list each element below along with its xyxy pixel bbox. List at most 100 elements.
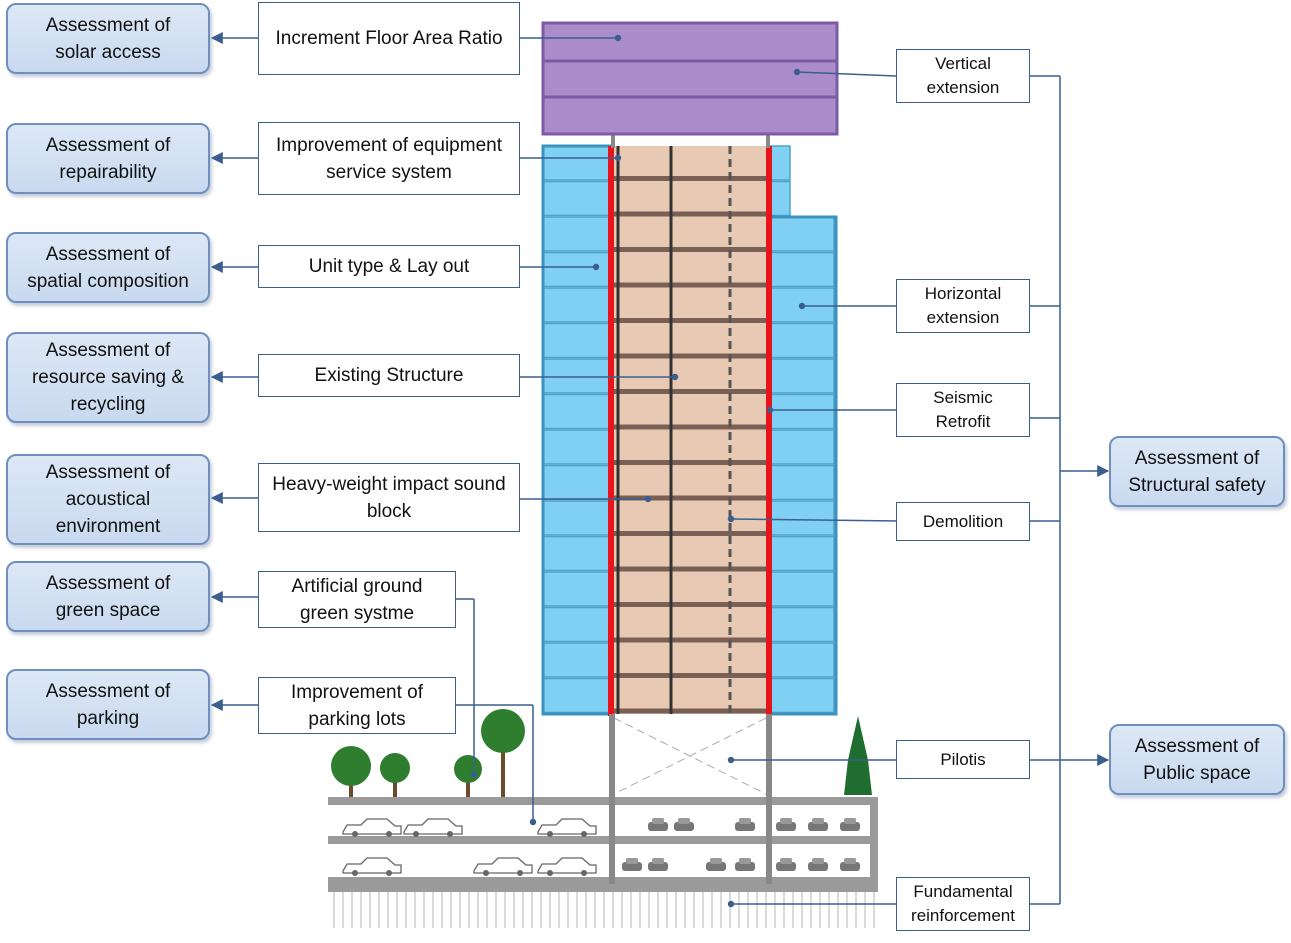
car-cabin — [739, 858, 751, 864]
connector-dot — [614, 154, 622, 162]
horizontal-extension-floor — [542, 145, 612, 181]
car-cabin — [710, 858, 722, 864]
existing-structure — [611, 146, 770, 714]
label-pilotis: Pilotis — [896, 740, 1030, 779]
car-cabin — [812, 858, 824, 864]
existing-floor-slab — [611, 566, 770, 572]
car-icon — [342, 857, 402, 874]
existing-floor-slab — [611, 460, 770, 465]
horizontal-extension-floor — [769, 500, 835, 536]
assessment-public-space: Assessment of Public space — [1109, 724, 1285, 795]
existing-floor-slab — [611, 247, 770, 252]
foundation-slab — [328, 877, 878, 892]
label-impact-sound-block: Heavy-weight impact sound block — [258, 463, 520, 532]
tree-trunk — [466, 773, 470, 797]
horizontal-extension-floor — [769, 251, 835, 288]
car-icon — [622, 862, 642, 871]
horizontal-extension-floor — [769, 464, 835, 501]
car-icon — [648, 862, 668, 871]
car-cabin — [652, 818, 664, 824]
connector-dot — [727, 900, 735, 908]
assessment-parking: Assessment of parking — [6, 669, 210, 740]
seismic-retrofit-wall — [766, 146, 772, 716]
car-cabin — [626, 858, 638, 864]
horizontal-extension-floor — [769, 393, 835, 430]
label-fundamental-reinforcement: Fundamental reinforcement — [896, 877, 1030, 931]
existing-floor-slab — [611, 176, 770, 181]
connector-dot — [793, 68, 801, 76]
car-icon — [840, 822, 860, 831]
car-wheel — [352, 831, 358, 837]
car-wheel — [547, 870, 553, 876]
car-wheel — [483, 870, 489, 876]
label-seismic-retrofit: Seismic Retrofit — [896, 383, 1030, 437]
connector-dot — [592, 263, 600, 271]
horizontal-extension-floor — [542, 287, 612, 323]
car-icon — [537, 857, 597, 874]
assessment-structural-safety: Assessment of Structural safety — [1109, 436, 1285, 507]
assessment-acoustical-environment: Assessment of acoustical environment — [6, 454, 210, 545]
horizontal-extension-floor — [542, 677, 612, 714]
horizontal-extension-floor — [542, 322, 612, 359]
horizontal-extension-floor — [542, 464, 612, 501]
assessment-repairability: Assessment of repairability — [6, 123, 210, 194]
horizontal-extension-floor — [769, 216, 835, 252]
pilotis-column — [766, 714, 772, 884]
label-increment-far: Increment Floor Area Ratio — [258, 2, 520, 75]
connector-dot — [529, 818, 537, 826]
connector-demolition — [730, 518, 897, 522]
seismic-retrofit-wall — [608, 146, 614, 716]
label-vertical-extension: Vertical extension — [896, 49, 1030, 103]
horizontal-extension-floor — [542, 216, 612, 252]
car-wheel — [386, 831, 392, 837]
horizontal-extension-floor — [769, 322, 835, 359]
existing-floor-slab — [611, 602, 770, 607]
connector-dot — [671, 373, 679, 381]
connector-vertical — [796, 71, 897, 77]
basement-wall — [870, 797, 878, 892]
tree-trunk — [501, 735, 505, 797]
basement-slab — [328, 836, 878, 844]
horizontal-extension-floor — [542, 642, 612, 678]
horizontal-extension-floor — [769, 145, 791, 181]
tree-trunk — [393, 772, 397, 797]
tree-icon — [844, 716, 872, 795]
label-unit-layout: Unit type & Lay out — [258, 245, 520, 288]
existing-floor-slab — [611, 495, 770, 501]
horizontal-extension-floor — [769, 642, 835, 678]
horizontal-extension-floor — [769, 535, 835, 572]
tree-icon — [380, 753, 410, 783]
vertical-extension — [541, 21, 839, 136]
horizontal-extension-floor — [769, 571, 835, 607]
connector-dot — [766, 406, 774, 414]
car-icon — [735, 822, 755, 831]
existing-floor-slab — [611, 637, 770, 643]
label-equipment-service: Improvement of equipment service system — [258, 122, 520, 195]
connector-dot — [470, 771, 478, 779]
car-wheel — [447, 831, 453, 837]
car-icon — [342, 818, 402, 835]
assessment-green-space: Assessment of green space — [6, 561, 210, 632]
car-wheel — [352, 870, 358, 876]
ground-slab — [328, 797, 878, 805]
connector-dot — [614, 34, 622, 42]
car-icon — [537, 818, 597, 835]
label-existing-structure: Existing Structure — [258, 354, 520, 397]
car-icon — [776, 822, 796, 831]
car-icon — [403, 818, 463, 835]
car-icon — [674, 822, 694, 831]
existing-floor-slab — [611, 531, 770, 536]
horizontal-extension-floor — [542, 393, 612, 430]
connector-dot — [727, 515, 735, 523]
car-wheel — [581, 831, 587, 837]
horizontal-extension-floor — [769, 606, 835, 643]
car-cabin — [780, 858, 792, 864]
pilotis-bracing — [613, 717, 767, 795]
label-artificial-ground: Artificial ground green systme — [258, 571, 456, 628]
horizontal-extension-floor — [542, 535, 612, 572]
assessment-solar-access: Assessment of solar access — [6, 3, 210, 74]
label-horizontal-extension: Horizontal extension — [896, 279, 1030, 333]
horizontal-extension-floor — [542, 500, 612, 536]
car-icon — [808, 862, 828, 871]
car-icon — [808, 822, 828, 831]
